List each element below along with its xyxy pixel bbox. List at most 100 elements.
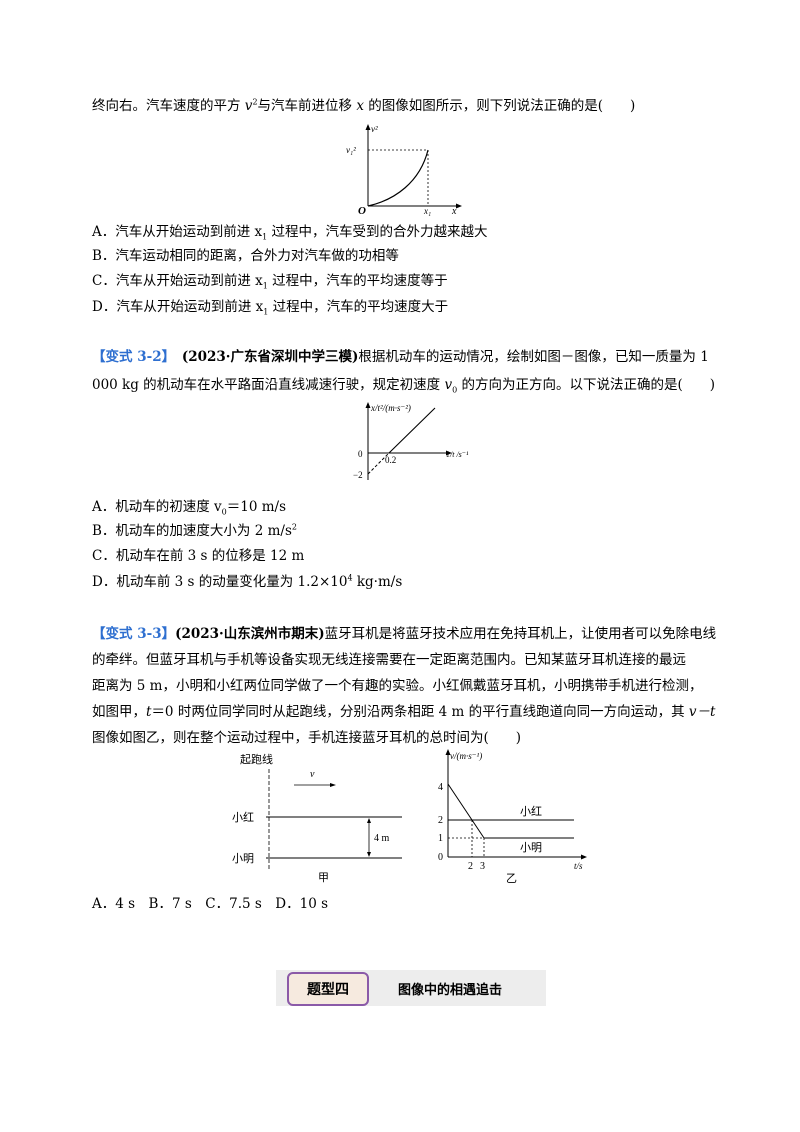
q3-yi-tick-0: 0	[438, 852, 443, 863]
q2-line2-a: 000 kg 的机动车在水平路面沿直线减速行驶，规定初速度	[92, 377, 445, 393]
q3-jia-dist-arrow-top	[367, 818, 371, 823]
q3-line4-a: 如图甲，	[92, 704, 146, 720]
q2-option-a-sub: 0	[221, 507, 227, 517]
q2-graph: x/t²/(m·s⁻²) 0 0.2 −2 1/t /s⁻¹	[353, 402, 469, 480]
q1-option-d-sub: 1	[263, 307, 269, 317]
q2-y-label: x/t²/(m·s⁻²)	[370, 403, 411, 413]
q1-option-b[interactable]: B．汽车运动相同的距离，合外力对汽车做的功相等	[92, 247, 399, 265]
q2-option-c[interactable]: C．机动车在前 3 s 的位移是 12 m	[92, 547, 304, 565]
q1-stem-b: 与汽车前进位移	[257, 98, 357, 114]
q2-line1: 【变式 3-2】 (2023·广东省深圳中学三模)根据机动车的运动情况，绘制如图…	[92, 348, 709, 366]
q1-x1-label: x₁	[423, 206, 431, 216]
q3-fig-yi: v/(m·s⁻¹) 4 2 1 0 2 3 t/s 小红 小明 乙	[438, 749, 587, 885]
q1-stem-v: v	[244, 98, 253, 114]
q2-option-c-text: C．机动车在前 3 s 的位移是 12 m	[92, 548, 305, 564]
q2-source: (2023·广东省深圳中学三模)	[181, 349, 359, 365]
q2-line2: 000 kg 的机动车在水平路面沿直线减速行驶，规定初速度 v0 的方向为正方向…	[92, 376, 715, 394]
section-title: 图像中的相遇追击	[398, 983, 503, 998]
q3-yi-caption: 乙	[506, 872, 517, 885]
q3-line1: 【变式 3-3】(2023·山东滨州市期末)蓝牙耳机是将蓝牙技术应用在免持耳机上…	[92, 625, 716, 643]
q1-option-c[interactable]: C．汽车从开始运动到前进 x1 过程中，汽车的平均速度等于	[92, 272, 448, 290]
q2-option-b[interactable]: B．机动车的加速度大小为 2 m/s2	[92, 522, 297, 540]
q2-y-tick: −2	[353, 470, 363, 480]
q3-yi-tick-1: 1	[438, 833, 443, 844]
q3-jia-start-line-label: 起跑线	[240, 752, 273, 766]
q3-line2: 的牵绊。但蓝牙耳机与手机等设备实现无线连接需要在一定距离范围内。已知某蓝牙耳机连…	[92, 652, 686, 668]
q2-line-solid	[388, 407, 436, 454]
q1-option-c-suffix: 过程中，汽车的平均速度等于	[267, 273, 448, 289]
q2-option-b-sup: 2	[291, 522, 297, 532]
q1-option-a-prefix: A．汽车从开始运动到前进 x	[92, 224, 263, 240]
q3-jia-v-arrowhead	[330, 783, 336, 787]
q2-line2-v: v	[444, 377, 453, 393]
q3-yi-tick-2: 2	[438, 815, 443, 826]
q3-line3: 距离为 5 m，小明和小红两位同学做了一个有趣的实验。小红佩戴蓝牙耳机，小明携带…	[92, 678, 703, 694]
q1-stem: 终向右。汽车速度的平方 v2与汽车前进位移 x 的图像如图所示，则下列说法正确的…	[92, 97, 635, 115]
q1-option-c-sub: 1	[262, 281, 268, 291]
q1-graph: v² v₁² O x₁ x	[346, 124, 462, 216]
q1-option-d-suffix: 过程中，汽车的平均速度大于	[268, 299, 449, 315]
q2-option-d-prefix: D．机动车前 3 s 的动量变化量为 1.2×10	[92, 574, 348, 590]
q2-line1-text: 根据机动车的运动情况，绘制如图－图像，已知一质量为 1	[358, 349, 709, 365]
q3-line1-text: 蓝牙耳机是将蓝牙技术应用在免持耳机上，让使用者可以免除电线	[324, 626, 717, 642]
q3-yi-xiaoming-decel	[447, 783, 485, 839]
q2-y-arrow	[365, 402, 371, 408]
q3-line5: 图像如图乙，则在整个运动过程中，手机连接蓝牙耳机的总时间为( )	[92, 730, 522, 746]
q3-jia-caption: 甲	[318, 872, 329, 884]
q2-option-a-suffix: ＝10 m/s	[226, 499, 287, 515]
q2-option-d-suffix: kg·m/s	[352, 574, 403, 590]
q2-option-d-sup: 4	[347, 573, 353, 583]
q2-x-tick: 0.2	[385, 455, 396, 465]
q1-stem-x: x	[356, 98, 364, 114]
q3-jia-dist-arrow-bottom	[367, 852, 371, 857]
q2-line2-sub: 0	[452, 385, 458, 395]
q1-y-label: v²	[371, 124, 378, 134]
q3-yi-tick-x3: 3	[480, 861, 485, 872]
q3-yi-y-arrow	[445, 749, 451, 755]
q3-yi-x-arrow	[581, 854, 587, 860]
q1-option-a-sub: 1	[262, 232, 268, 242]
q2-option-b-prefix: B．机动车的加速度大小为 2 m/s	[92, 523, 292, 539]
q1-option-b-text: B．汽车运动相同的距离，合外力对汽车做的功相等	[92, 248, 399, 264]
q1-option-c-prefix: C．汽车从开始运动到前进 x	[92, 273, 263, 289]
q1-option-a[interactable]: A．汽车从开始运动到前进 x1 过程中，汽车受到的合外力越来越大	[92, 223, 488, 241]
q1-option-d[interactable]: D．汽车从开始运动到前进 x1 过程中，汽车的平均速度大于	[92, 298, 448, 316]
q3-yi-xiaohong-label: 小红	[520, 805, 542, 818]
q3-line4-t: t	[146, 704, 152, 720]
q2-x-label: 1/t /s⁻¹	[446, 450, 469, 459]
q3-source: (2023·山东滨州市期末)	[175, 626, 325, 642]
q1-x-label: x	[451, 206, 457, 216]
q1-curve	[367, 149, 429, 207]
q1-option-a-suffix: 过程中，汽车受到的合外力越来越大	[267, 224, 488, 240]
q2-line2-b: 的方向为正方向。以下说法正确的是( )	[457, 377, 716, 393]
q3-jia-dist-label: 4 m	[374, 833, 390, 844]
q1-option-d-prefix: D．汽车从开始运动到前进 x	[92, 299, 264, 315]
q3-yi-tick-4: 4	[438, 782, 443, 793]
q1-x-arrow	[456, 203, 462, 209]
q3-jia-xiaoming: 小明	[232, 852, 254, 865]
q3-yi-xiaoming-label: 小明	[520, 841, 542, 854]
q3-jia-v-label: v	[310, 769, 315, 780]
q3-tag: 【变式 3-3】	[92, 626, 176, 642]
q2-tag: 【变式 3-2】	[92, 349, 169, 365]
section-label: 题型四	[287, 972, 369, 1006]
q3-yi-tick-x2: 2	[468, 861, 473, 872]
q2-option-a-prefix: A．机动车的初速度 v	[92, 499, 222, 515]
q3-yi-y-label: v/(m·s⁻¹)	[450, 751, 482, 761]
q1-stem-v-sup: 2	[252, 97, 258, 107]
q3-answers[interactable]: A．4 s B．7 s C．7.5 s D．10 s	[92, 896, 329, 912]
q1-origin: O	[358, 205, 366, 216]
q3-line4: 如图甲，t＝0 时两位同学同时从起跑线，分别沿两条相距 4 m 的平行直线跑道向…	[92, 703, 715, 721]
q3-line4-vt: v－t	[688, 704, 716, 720]
q1-y-arrow	[365, 124, 371, 130]
q2-zero: 0	[358, 449, 363, 459]
q2-option-d[interactable]: D．机动车前 3 s 的动量变化量为 1.2×104 kg·m/s	[92, 573, 402, 591]
q3-jia-xiaohong: 小红	[232, 811, 254, 824]
q3-fig-jia: 起跑线 v 小红 小明 4 m 甲	[232, 752, 402, 884]
q1-stem-a: 终向右。汽车速度的平方	[92, 98, 245, 114]
q1-v1-label: v₁²	[346, 145, 356, 155]
q2-option-a[interactable]: A．机动车的初速度 v0＝10 m/s	[92, 498, 286, 516]
q3-line4-b: ＝0 时两位同学同时从起跑线，分别沿两条相距 4 m 的平行直线跑道向同一方向运…	[151, 704, 689, 720]
q1-stem-c: 的图像如图所示，则下列说法正确的是( )	[363, 98, 636, 114]
q3-yi-x-label: t/s	[574, 861, 583, 871]
